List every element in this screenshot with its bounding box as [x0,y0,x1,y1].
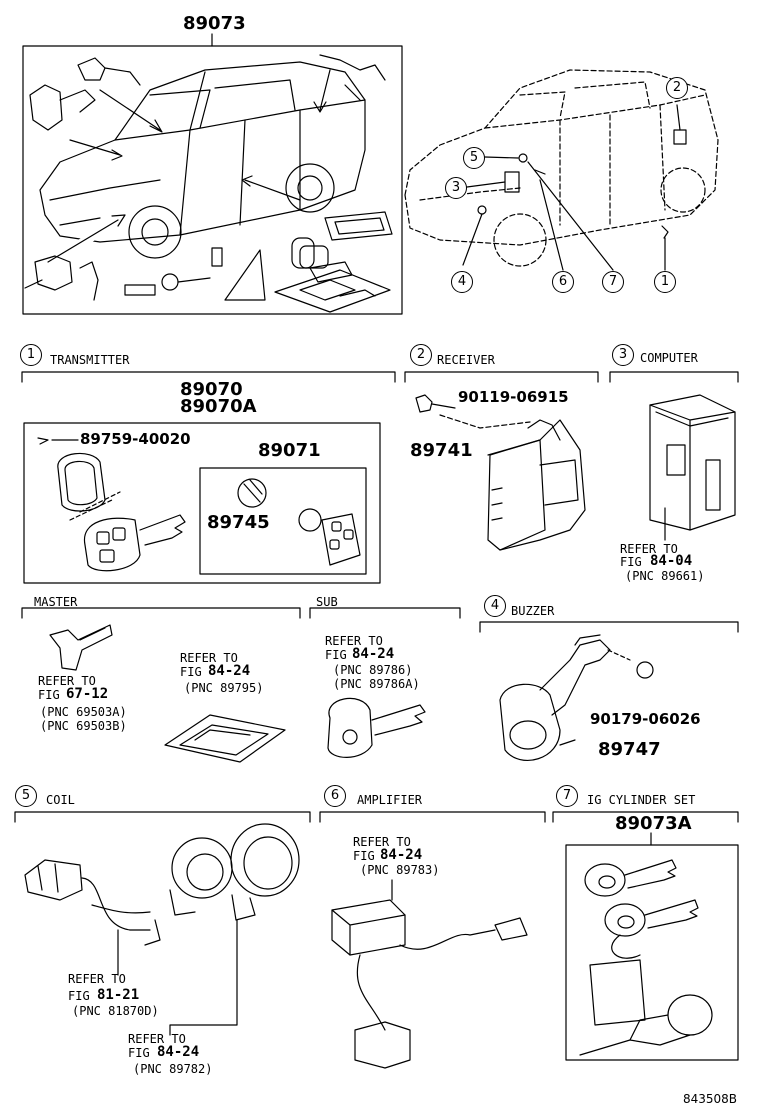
transmitter-section [21,371,396,584]
sub-ref-pnc-b: (PNC 89786A) [333,677,420,691]
coil-ref1-fig: 81-21 [97,987,140,1003]
callout-4: 4 [451,271,473,293]
computer-ref-fig: 84-04 [650,553,693,569]
master-ref1-pnc-a: (PNC 69503A) [40,705,127,719]
ig-cylinder-label: IG CYLINDER SET [587,793,696,807]
amplifier-number: 6 [324,785,346,807]
callout-2: 2 [666,77,688,99]
sub-ref-fig: 84-24 [352,646,395,662]
computer-ref-pnc: (PNC 89661) [625,569,705,583]
transmitter-number: 1 [20,344,42,366]
receiver-label: RECEIVER [437,353,495,367]
master-ref2-line2: FIG [180,665,202,679]
computer-section [609,371,739,541]
figure-code: 843508B [683,1092,738,1106]
transmitter-screw: 89759-40020 [80,430,191,448]
vehicle-location-view [404,69,719,246]
receiver-part: 89741 [410,440,473,461]
coil-ref2-line1: REFER TO [128,1032,186,1046]
master-ref1-line2: FIG [38,688,60,702]
sub-ref-line2: FIG [325,648,347,662]
callout-6: 6 [552,271,574,293]
buzzer-nut: 90179-06026 [590,710,701,728]
callout-1: 1 [654,271,676,293]
coil-section [14,811,311,1036]
sub-label: SUB [316,595,338,609]
master-section [21,607,301,763]
transmitter-part-b: 89070A [180,396,257,417]
buzzer-part: 89747 [598,739,661,760]
amplifier-section [319,811,546,1069]
amplifier-ref-line2: FIG [353,849,375,863]
sub-section [309,607,461,758]
computer-label: COMPUTER [640,351,698,365]
master-ref2-pnc: (PNC 89795) [184,681,264,695]
coil-ref1-pnc: (PNC 81870D) [72,1004,159,1018]
amplifier-label: AMPLIFIER [357,793,423,807]
ig-cylinder-part: 89073A [615,813,692,834]
buzzer-number: 4 [484,595,506,617]
transmitter-sub-assy: 89071 [258,440,321,461]
sub-ref-line1: REFER TO [325,634,383,648]
sub-ref-pnc-a: (PNC 89786) [333,663,413,677]
coil-number: 5 [15,785,37,807]
coil-ref1-line1: REFER TO [68,972,126,986]
callout-7: 7 [602,271,624,293]
coil-ref2-fig: 84-24 [157,1044,200,1060]
transmitter-label: TRANSMITTER [50,353,130,367]
master-ref2-line1: REFER TO [180,651,238,665]
ig-cylinder-section [552,811,739,1061]
master-ref2-fig: 84-24 [208,663,251,679]
amplifier-ref-line1: REFER TO [353,835,411,849]
callout-3: 3 [445,177,467,199]
master-ref1-line1: REFER TO [38,674,96,688]
assembly-number: 89073 [183,13,246,34]
master-label: MASTER [34,595,78,609]
master-ref1-pnc-b: (PNC 69503B) [40,719,127,733]
amplifier-ref-pnc: (PNC 89783) [360,863,440,877]
receiver-bolt: 90119-06915 [458,388,569,406]
computer-ref-line1: REFER TO [620,542,678,556]
transmitter-battery: 89745 [207,512,270,533]
ig-cylinder-number: 7 [556,785,578,807]
callout-5: 5 [463,147,485,169]
transmitter-part-a: 89070 [180,379,243,400]
coil-ref1-line2: FIG [68,989,90,1003]
computer-ref-line2: FIG [620,555,642,569]
vehicle-wheels [462,104,706,271]
coil-ref2-pnc: (PNC 89782) [133,1062,213,1076]
buzzer-section [479,621,739,761]
receiver-number: 2 [410,344,432,366]
coil-label: COIL [46,793,75,807]
computer-number: 3 [612,344,634,366]
amplifier-ref-fig: 84-24 [380,847,423,863]
coil-ref2-line2: FIG [128,1046,150,1060]
buzzer-label: BUZZER [511,604,555,618]
master-ref1-fig: 67-12 [66,686,109,702]
kit-89073-box [22,33,403,315]
receiver-section [404,371,599,551]
